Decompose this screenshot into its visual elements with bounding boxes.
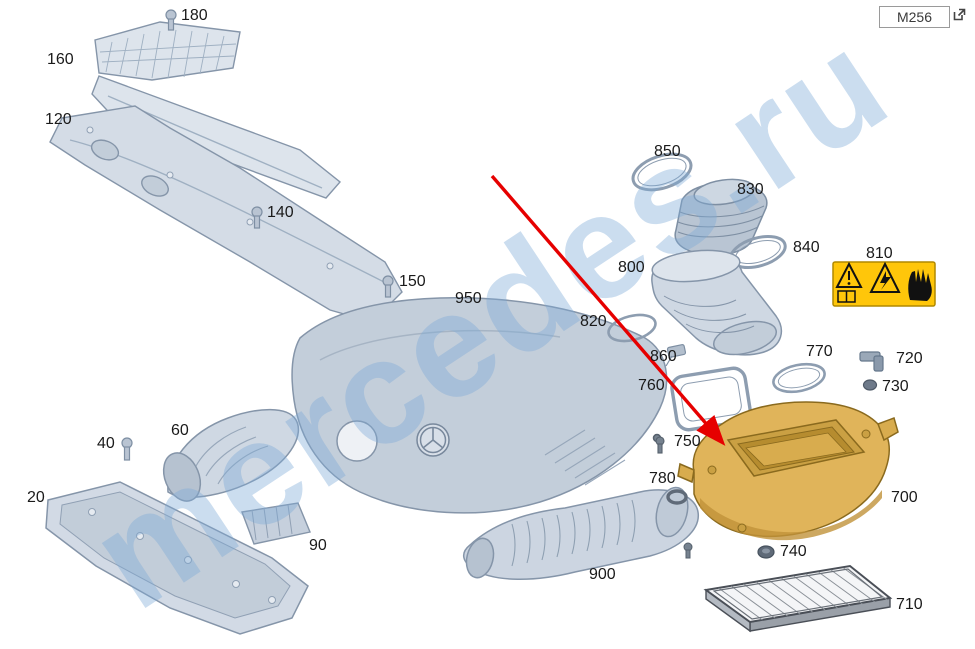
mercedes-star-emblem	[419, 426, 447, 454]
part-label-700[interactable]: 700	[891, 489, 918, 506]
part-label-140[interactable]: 140	[267, 204, 294, 221]
hand-shock-icon	[908, 269, 932, 301]
part-700-air-filter-housing[interactable]	[677, 401, 899, 541]
part-900-fastener[interactable]	[683, 542, 693, 559]
part-label-900[interactable]: 900	[589, 566, 616, 583]
part-label-90[interactable]: 90	[309, 537, 327, 554]
model-code-badge[interactable]: M256	[879, 6, 950, 28]
part-label-710[interactable]: 710	[896, 596, 923, 613]
part-label-760[interactable]: 760	[638, 377, 665, 394]
instruction-book-icon	[837, 290, 856, 303]
part-label-720[interactable]: 720	[896, 350, 923, 367]
part-180-screw[interactable]	[165, 9, 177, 31]
part-950-engine-cover[interactable]	[291, 297, 668, 514]
part-label-950[interactable]: 950	[455, 290, 482, 307]
part-label-180[interactable]: 180	[181, 7, 208, 24]
part-770-o-ring[interactable]	[771, 360, 827, 396]
part-label-810[interactable]: 810	[866, 245, 893, 262]
part-90-connector-block[interactable]	[241, 502, 311, 545]
part-800-intake-hose[interactable]	[651, 246, 783, 360]
part-label-740[interactable]: 740	[780, 543, 807, 560]
model-code-text: M256	[896, 9, 933, 25]
external-link-icon[interactable]	[951, 6, 968, 23]
part-label-840[interactable]: 840	[793, 239, 820, 256]
part-720-elbow-fitting[interactable]	[859, 351, 884, 372]
part-40-screw[interactable]	[121, 437, 133, 461]
part-900-bellows-duct[interactable]	[463, 484, 699, 581]
part-160-grille-panel[interactable]	[91, 21, 342, 199]
part-label-850[interactable]: 850	[654, 143, 681, 160]
part-label-860[interactable]: 860	[650, 348, 677, 365]
part-150-screw[interactable]	[382, 275, 394, 298]
part-140-screw[interactable]	[251, 206, 263, 229]
part-730-grommet[interactable]	[862, 379, 878, 391]
part-label-20[interactable]: 20	[27, 489, 45, 506]
part-780-retaining-ring[interactable]	[666, 489, 688, 505]
part-750-screw[interactable]	[655, 436, 665, 454]
part-60-intake-duct[interactable]	[157, 408, 300, 507]
part-label-800[interactable]: 800	[618, 259, 645, 276]
part-label-150[interactable]: 150	[399, 273, 426, 290]
part-label-120[interactable]: 120	[45, 111, 72, 128]
part-740-grommet[interactable]	[757, 545, 775, 559]
part-label-830[interactable]: 830	[737, 181, 764, 198]
part-810-warning-label[interactable]	[832, 261, 936, 307]
part-label-820[interactable]: 820	[580, 313, 607, 330]
part-710-filter-element[interactable]	[703, 564, 893, 633]
high-voltage-icon	[869, 261, 901, 293]
part-label-160[interactable]: 160	[47, 51, 74, 68]
warning-triangle-icon	[835, 261, 863, 288]
part-label-730[interactable]: 730	[882, 378, 909, 395]
part-label-770[interactable]: 770	[806, 343, 833, 360]
part-label-750[interactable]: 750	[674, 433, 701, 450]
part-label-780[interactable]: 780	[649, 470, 676, 487]
part-label-40[interactable]: 40	[97, 435, 115, 452]
part-label-60[interactable]: 60	[171, 422, 189, 439]
part-20-lower-manifold[interactable]	[45, 481, 309, 635]
